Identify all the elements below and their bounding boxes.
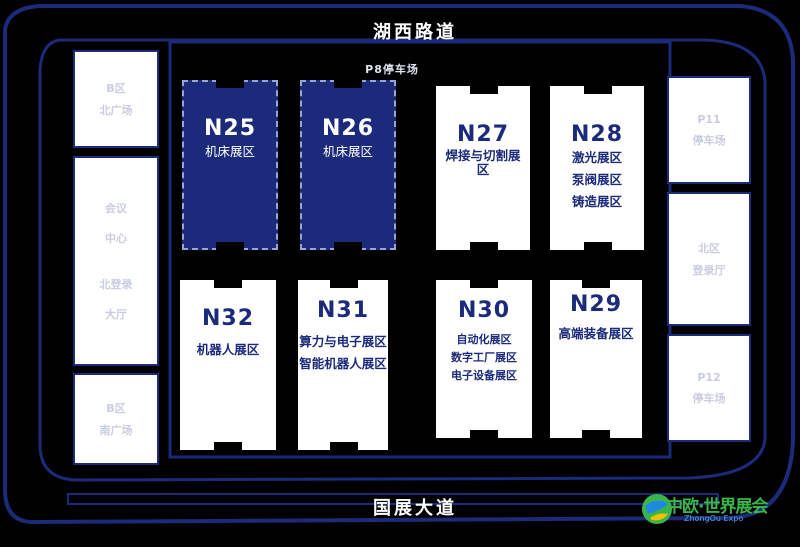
west-central-hall-line-2: 中心: [105, 232, 127, 245]
east-p12-parking[interactable]: P12 停车场: [667, 334, 751, 442]
expo-logo: 中欧·世界展会 ZhongOu Expo: [640, 482, 800, 544]
hall-n25-zone-1: 机床展区: [204, 144, 255, 159]
west-central-hall-line-1: 会议: [105, 202, 127, 215]
hall-n26-code: N26: [321, 116, 375, 141]
west-north-plaza[interactable]: B区 北广场: [73, 50, 159, 148]
hall-n29[interactable]: N29 高端装备展区: [550, 280, 642, 438]
hall-n28-code: N28: [570, 122, 624, 147]
hall-n30[interactable]: N30 自动化展区 数字工厂展区 电子设备展区: [436, 280, 532, 438]
hall-n28-zone-2: 泵阀展区: [571, 172, 622, 187]
east-login-hall[interactable]: 北区 登录厅: [667, 192, 751, 326]
hall-n30-zone-3: 电子设备展区: [451, 369, 517, 382]
west-south-plaza[interactable]: B区 南广场: [73, 373, 159, 465]
west-central-hall-line-3: 北登录: [99, 278, 133, 291]
east-p12-line-1: P12: [697, 370, 721, 384]
north-road-label: 湖西路道: [373, 22, 457, 43]
hall-n25-code: N25: [203, 116, 257, 141]
hall-n29-code: N29: [569, 292, 623, 317]
hall-n31-zone-1: 算力与电子展区: [299, 334, 387, 349]
east-p11-line-2: 停车场: [692, 133, 726, 147]
hall-n28[interactable]: N28 激光展区 泵阀展区 铸造展区: [550, 86, 644, 250]
hall-n28-zone-3: 铸造展区: [571, 194, 622, 209]
hall-n31-code: N31: [316, 298, 370, 323]
hall-n32-zone-1: 机器人展区: [196, 342, 260, 357]
south-road-label: 国展大道: [373, 498, 457, 519]
hall-n30-zone-1: 自动化展区: [456, 333, 512, 346]
east-login-hall-line-1: 北区: [698, 242, 720, 255]
hall-n27[interactable]: N27 焊接与切割展 区: [436, 86, 530, 250]
east-login-hall-line-2: 登录厅: [692, 264, 726, 277]
hall-n25[interactable]: N25 机床展区: [182, 80, 278, 250]
east-p11-parking[interactable]: P11 停车场: [667, 76, 751, 184]
west-south-plaza-line-2: 南广场: [99, 424, 133, 437]
hall-n27-zone-1: 焊接与切割展: [445, 148, 521, 163]
west-south-plaza-line-1: B区: [106, 402, 126, 415]
hall-n31-zone-2: 智能机器人展区: [299, 356, 387, 371]
west-central-hall-line-4: 大厅: [105, 308, 127, 321]
hall-n32[interactable]: N32 机器人展区: [180, 280, 276, 450]
west-central-hall[interactable]: 会议 中心 北登录 大厅: [73, 156, 159, 366]
hall-n32-code: N32: [201, 306, 255, 331]
hall-n27-zone-2: 区: [476, 162, 490, 177]
hall-n28-zone-1: 激光展区: [571, 150, 622, 165]
hall-n30-code: N30: [457, 298, 511, 323]
east-p11-line-1: P11: [697, 112, 721, 126]
parking-p8-label: P8停车场: [365, 63, 419, 76]
hall-n29-zone-1: 高端装备展区: [558, 326, 634, 341]
logo-sub-text: ZhongOu Expo: [684, 514, 744, 523]
hall-n27-code: N27: [456, 122, 510, 147]
west-north-plaza-line-2: 北广场: [99, 104, 133, 117]
hall-n30-zone-2: 数字工厂展区: [451, 351, 517, 364]
hall-n26[interactable]: N26 机床展区: [300, 80, 396, 250]
east-p12-line-2: 停车场: [692, 391, 726, 405]
west-north-plaza-line-1: B区: [106, 82, 126, 95]
hall-n31[interactable]: N31 算力与电子展区 智能机器人展区: [298, 280, 388, 450]
logo-main-text: 中欧·世界展会: [666, 497, 768, 517]
globe-icon: [642, 494, 672, 524]
hall-n26-zone-1: 机床展区: [322, 144, 373, 159]
